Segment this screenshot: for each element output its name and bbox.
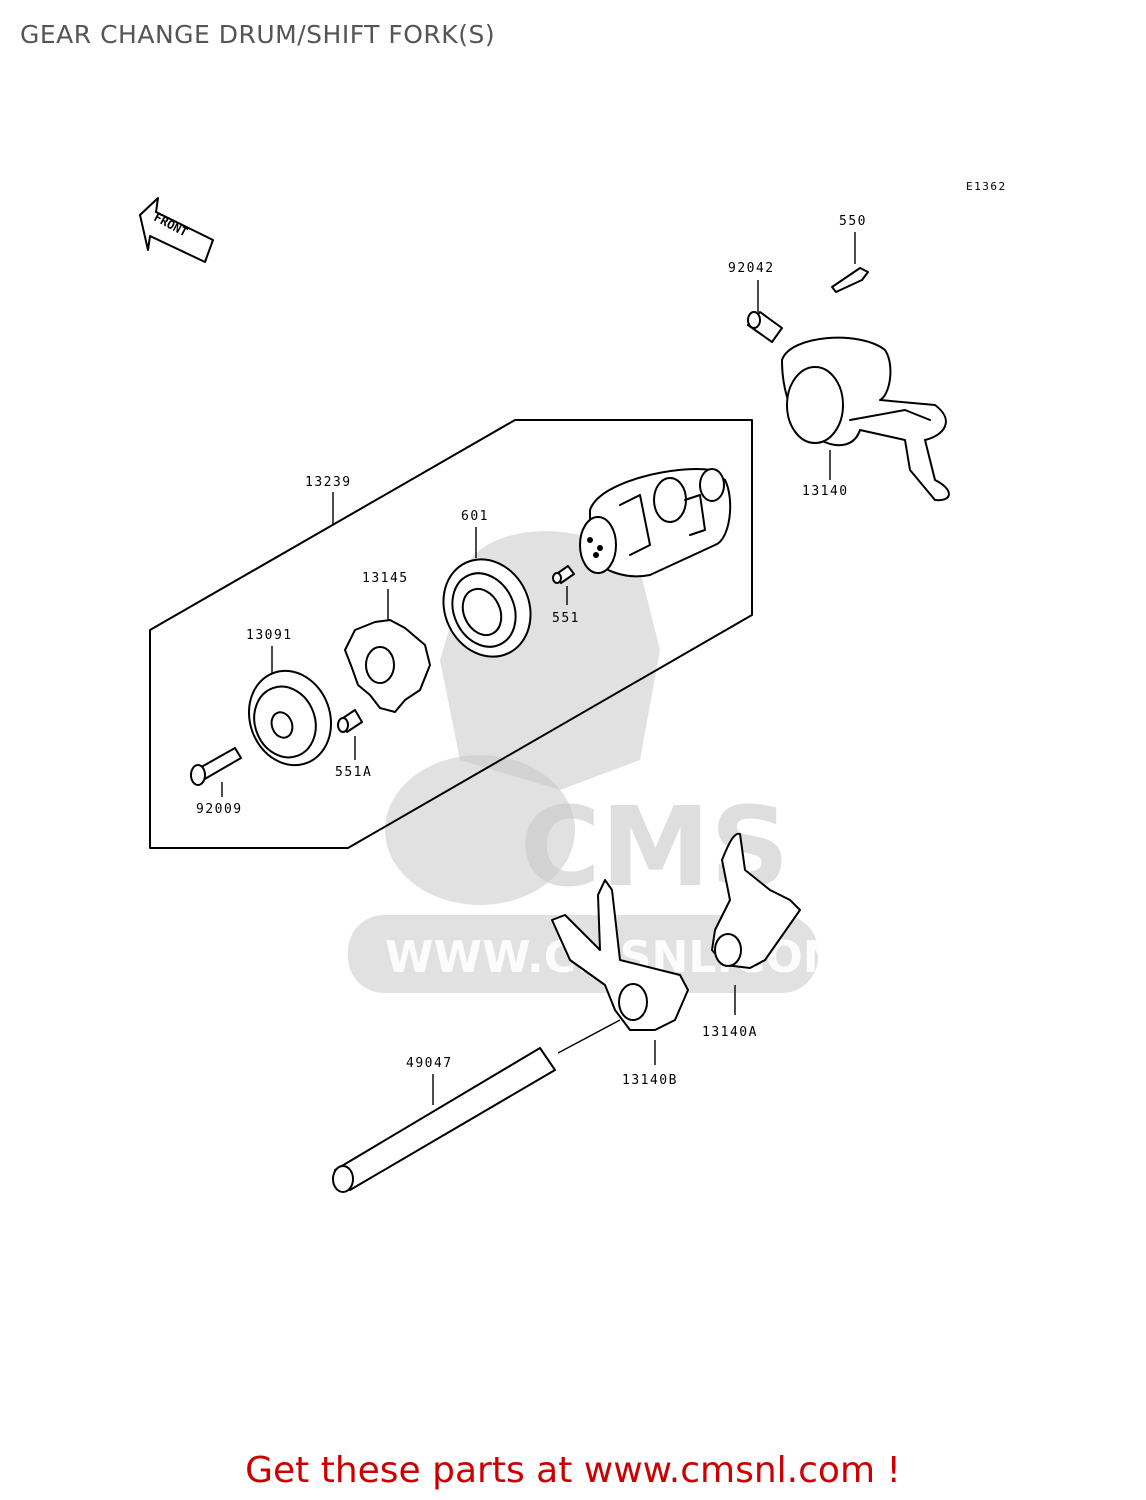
label-601: 601 bbox=[461, 509, 489, 524]
assembly-outline bbox=[149, 419, 753, 849]
label-13239: 13239 bbox=[305, 475, 352, 490]
part-92009: 92009 bbox=[190, 747, 243, 817]
part-13140b: 13140B bbox=[551, 879, 689, 1088]
ref-code: E1362 bbox=[966, 180, 1007, 193]
label-551: 551 bbox=[552, 611, 580, 626]
label-92042: 92042 bbox=[728, 261, 775, 276]
front-arrow-icon: FRONT bbox=[139, 197, 214, 263]
label-13140: 13140 bbox=[802, 484, 849, 499]
part-92042: 92042 bbox=[728, 261, 783, 343]
part-13091: 13091 bbox=[246, 628, 333, 767]
part-551a: 551A bbox=[335, 709, 372, 780]
label-13091: 13091 bbox=[246, 628, 293, 643]
label-13140a: 13140A bbox=[702, 1025, 758, 1040]
part-49047: 49047 bbox=[332, 1047, 556, 1193]
label-13140b: 13140B bbox=[622, 1073, 678, 1088]
footer-cta[interactable]: Get these parts at www.cmsnl.com ! bbox=[245, 1450, 901, 1491]
part-13145: 13145 bbox=[344, 571, 431, 713]
label-13145: 13145 bbox=[362, 571, 409, 586]
label-551a: 551A bbox=[335, 765, 372, 780]
page-title: GEAR CHANGE DRUM/SHIFT FORK(S) bbox=[20, 20, 496, 49]
part-601: 601 bbox=[442, 509, 532, 658]
part-550: 550 bbox=[831, 214, 869, 293]
label-49047: 49047 bbox=[406, 1056, 453, 1071]
label-92009: 92009 bbox=[196, 802, 243, 817]
part-551: 551 bbox=[552, 565, 580, 626]
part-13140: 13140 bbox=[781, 336, 950, 502]
label-550: 550 bbox=[839, 214, 867, 229]
part-gear-change-drum bbox=[579, 468, 732, 578]
part-13140a: 13140A bbox=[702, 832, 801, 1040]
